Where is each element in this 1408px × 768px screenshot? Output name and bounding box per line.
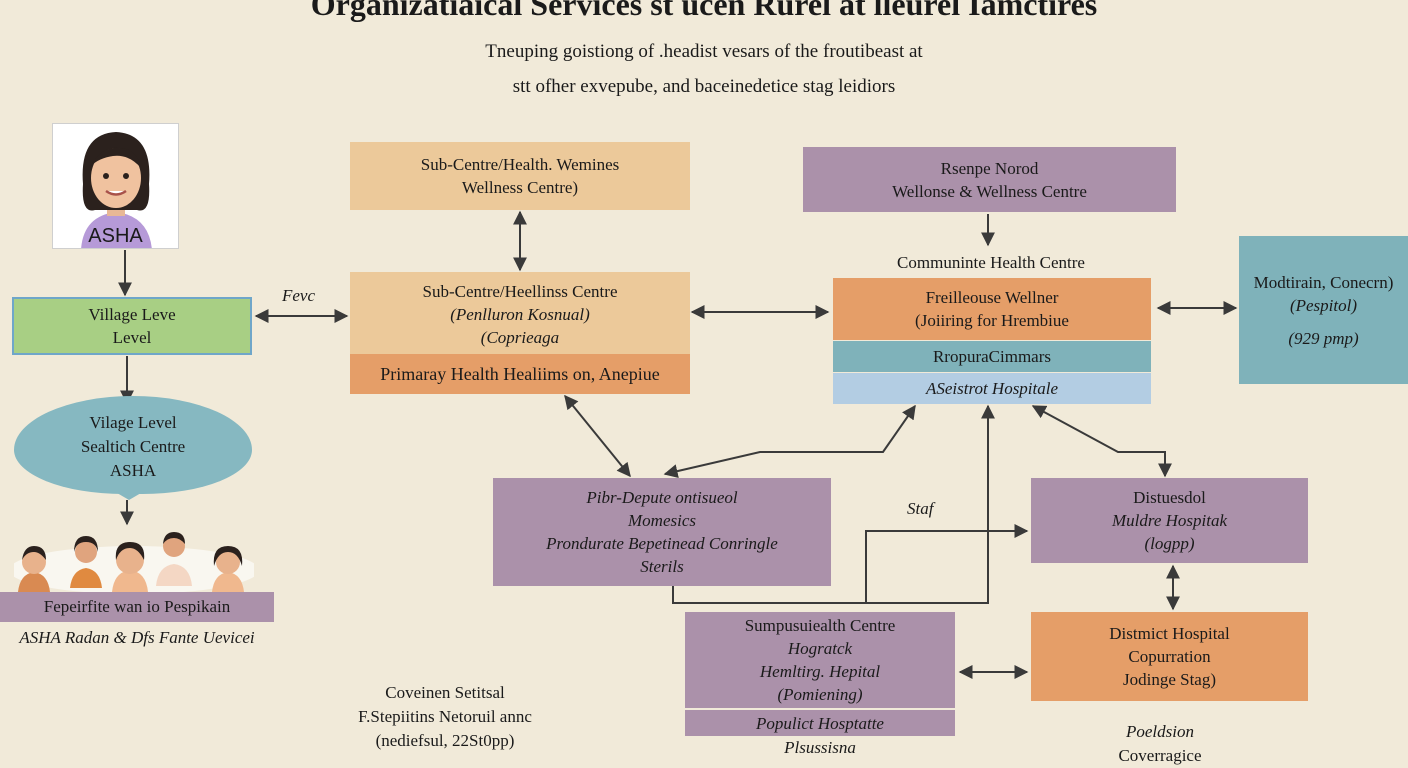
sub-centre-line-1: Sub-Centre/Heellinss Centre — [422, 281, 618, 301]
community-ribbon: Fepeirfite wan io Pespikain — [0, 592, 274, 622]
village-level-line-1: Village Leve — [88, 305, 176, 324]
top-right-box: Rsenpe Norod Wellonse & Wellness Centre — [803, 147, 1176, 212]
district-line-3: Jodinge Stag) — [1122, 670, 1217, 689]
bottom-purple-line-4: (Pomiening) — [777, 685, 863, 704]
staf-label: Staf — [907, 499, 934, 518]
chc-blue-band: ASeistrot Hospitale — [833, 373, 1151, 404]
bottom-purple-box: Sumpusuiealth Centre Hogratck Hemltirg. … — [685, 612, 955, 708]
arrow-subcentre-midpurple — [564, 394, 631, 478]
arrow-chc-right-purple — [1031, 405, 1172, 478]
chc-teal-band: RropuraCimmars — [833, 341, 1151, 372]
arrow-to-right-purple — [865, 524, 1029, 603]
right-purple-line-2: Muldre Hospitak — [1111, 511, 1228, 530]
bottom-right-note-line-2: Coverragice — [1118, 746, 1202, 765]
feve-label: Fevc — [282, 286, 316, 305]
top-right-line-1: Rsenpe Norod — [940, 158, 1039, 178]
bottom-right-note-line-1: Poeldsion — [1126, 722, 1194, 741]
far-right-line-3: (929 pmp) — [1288, 328, 1359, 348]
asha-avatar-card: ASHA — [52, 123, 179, 249]
chc-teal-text: RropuraCimmars — [932, 347, 1052, 366]
asha-label: ASHA — [88, 225, 143, 247]
community-people-icon — [14, 532, 254, 592]
bottom-purple-footer: Populict Hosptatte — [685, 710, 955, 736]
right-purple-box: Distuesdol Muldre Hospitak (logpp) — [1031, 478, 1308, 563]
mid-purple-line-4: Sterils — [640, 557, 684, 576]
mid-purple-line-1: Pibr-Depute ontisueol — [586, 488, 738, 507]
mid-purple-box: Pibr-Depute ontisueol Momesics Prondurat… — [493, 478, 831, 586]
far-right-line-1: Modtirain, Conecrn) — [1253, 272, 1394, 292]
asha-caption: ASHA Radan & Dfs Fante Uevicei — [19, 628, 255, 647]
subtitle-line-1: Tneuping goistiong of .headist vesars of… — [485, 41, 923, 62]
bubble-line-2: Sealtich Centre — [80, 437, 186, 456]
right-purple-line-3: (logpp) — [1144, 534, 1195, 553]
diagram-title: Organizatiaical Services st ucen Rurel a… — [310, 0, 1098, 22]
asha-portrait-icon — [81, 132, 152, 248]
ribbon-text: Fepeirfite wan io Pespikain — [43, 597, 231, 616]
primary-health-text: Primaray Health Healiims on, Anepiue — [380, 363, 660, 384]
arrow-midpurple-chc — [663, 404, 916, 478]
top-sub-centre-line-2: Wellness Centre) — [461, 178, 579, 197]
primary-health-footer: Primaray Health Healiims on, Anepiue — [350, 354, 690, 394]
district-line-2: Copurration — [1128, 647, 1211, 666]
top-sub-centre-box: Sub-Centre/Health. Wemines Wellness Cent… — [350, 142, 690, 210]
bottom-purple-line-3: Hemltirg. Hepital — [759, 662, 881, 681]
district-line-1: Distmict Hospital — [1109, 624, 1230, 643]
right-purple-line-1: Distuesdol — [1133, 488, 1206, 507]
top-sub-centre-line-1: Sub-Centre/Health. Wemines — [420, 155, 620, 174]
bottom-purple-footer-text: Populict Hosptatte — [756, 713, 884, 733]
bubble-line-3: ASHA — [109, 461, 157, 480]
chc-heading: Communinte Health Centre — [897, 253, 1085, 272]
chc-blue-text: ASeistrot Hospitale — [925, 379, 1059, 398]
bottom-purple-line-1: Sumpusuiealth Centre — [744, 616, 896, 635]
chc-main-line-2: (Joiiring for Hrembiue — [915, 311, 1069, 330]
bubble-line-1: Vilage Level — [89, 413, 177, 432]
bottom-left-note-line-2: F.Stepiitins Netoruil annc — [358, 707, 532, 726]
bottom-left-note-line-1: Coveinen Setitsal — [385, 683, 505, 702]
mid-purple-line-2: Momesics — [628, 511, 696, 530]
bottom-purple-line-2: Hogratck — [787, 639, 853, 658]
sub-centre-line-2: (Penlluron Kosnual) — [450, 304, 590, 324]
village-health-centre-bubble: Vilage Level Sealtich Centre ASHA — [14, 396, 252, 494]
chc-main-box: Freilleouse Wellner (Joiiring for Hrembi… — [833, 278, 1151, 340]
far-right-box: Modtirain, Conecrn) (Pespitol) (929 pmp) — [1239, 236, 1408, 384]
sub-centre-box: Sub-Centre/Heellinss Centre (Penlluron K… — [350, 272, 690, 354]
village-level-box: Village Leve Level — [12, 297, 252, 355]
mid-purple-line-3: Prondurate Bepetinead Conringle — [546, 534, 778, 553]
bottom-left-note-line-3: (nediefsul, 22St0pp) — [375, 731, 515, 750]
bottom-purple-caption: Plsussisna — [784, 738, 856, 757]
subtitle-line-2: stt ofher exvepube, and baceinedetice st… — [512, 76, 896, 97]
top-right-line-2: Wellonse & Wellness Centre — [892, 181, 1087, 201]
sub-centre-line-3: (Coprieaga — [480, 327, 560, 347]
far-right-line-2: (Pespitol) — [1289, 295, 1358, 315]
district-hospital-box: Distmict Hospital Copurration Jodinge St… — [1031, 612, 1308, 701]
bubble-tail — [105, 486, 153, 500]
village-level-line-2: Level — [112, 328, 152, 347]
chc-main-line-1: Freilleouse Wellner — [925, 288, 1059, 307]
